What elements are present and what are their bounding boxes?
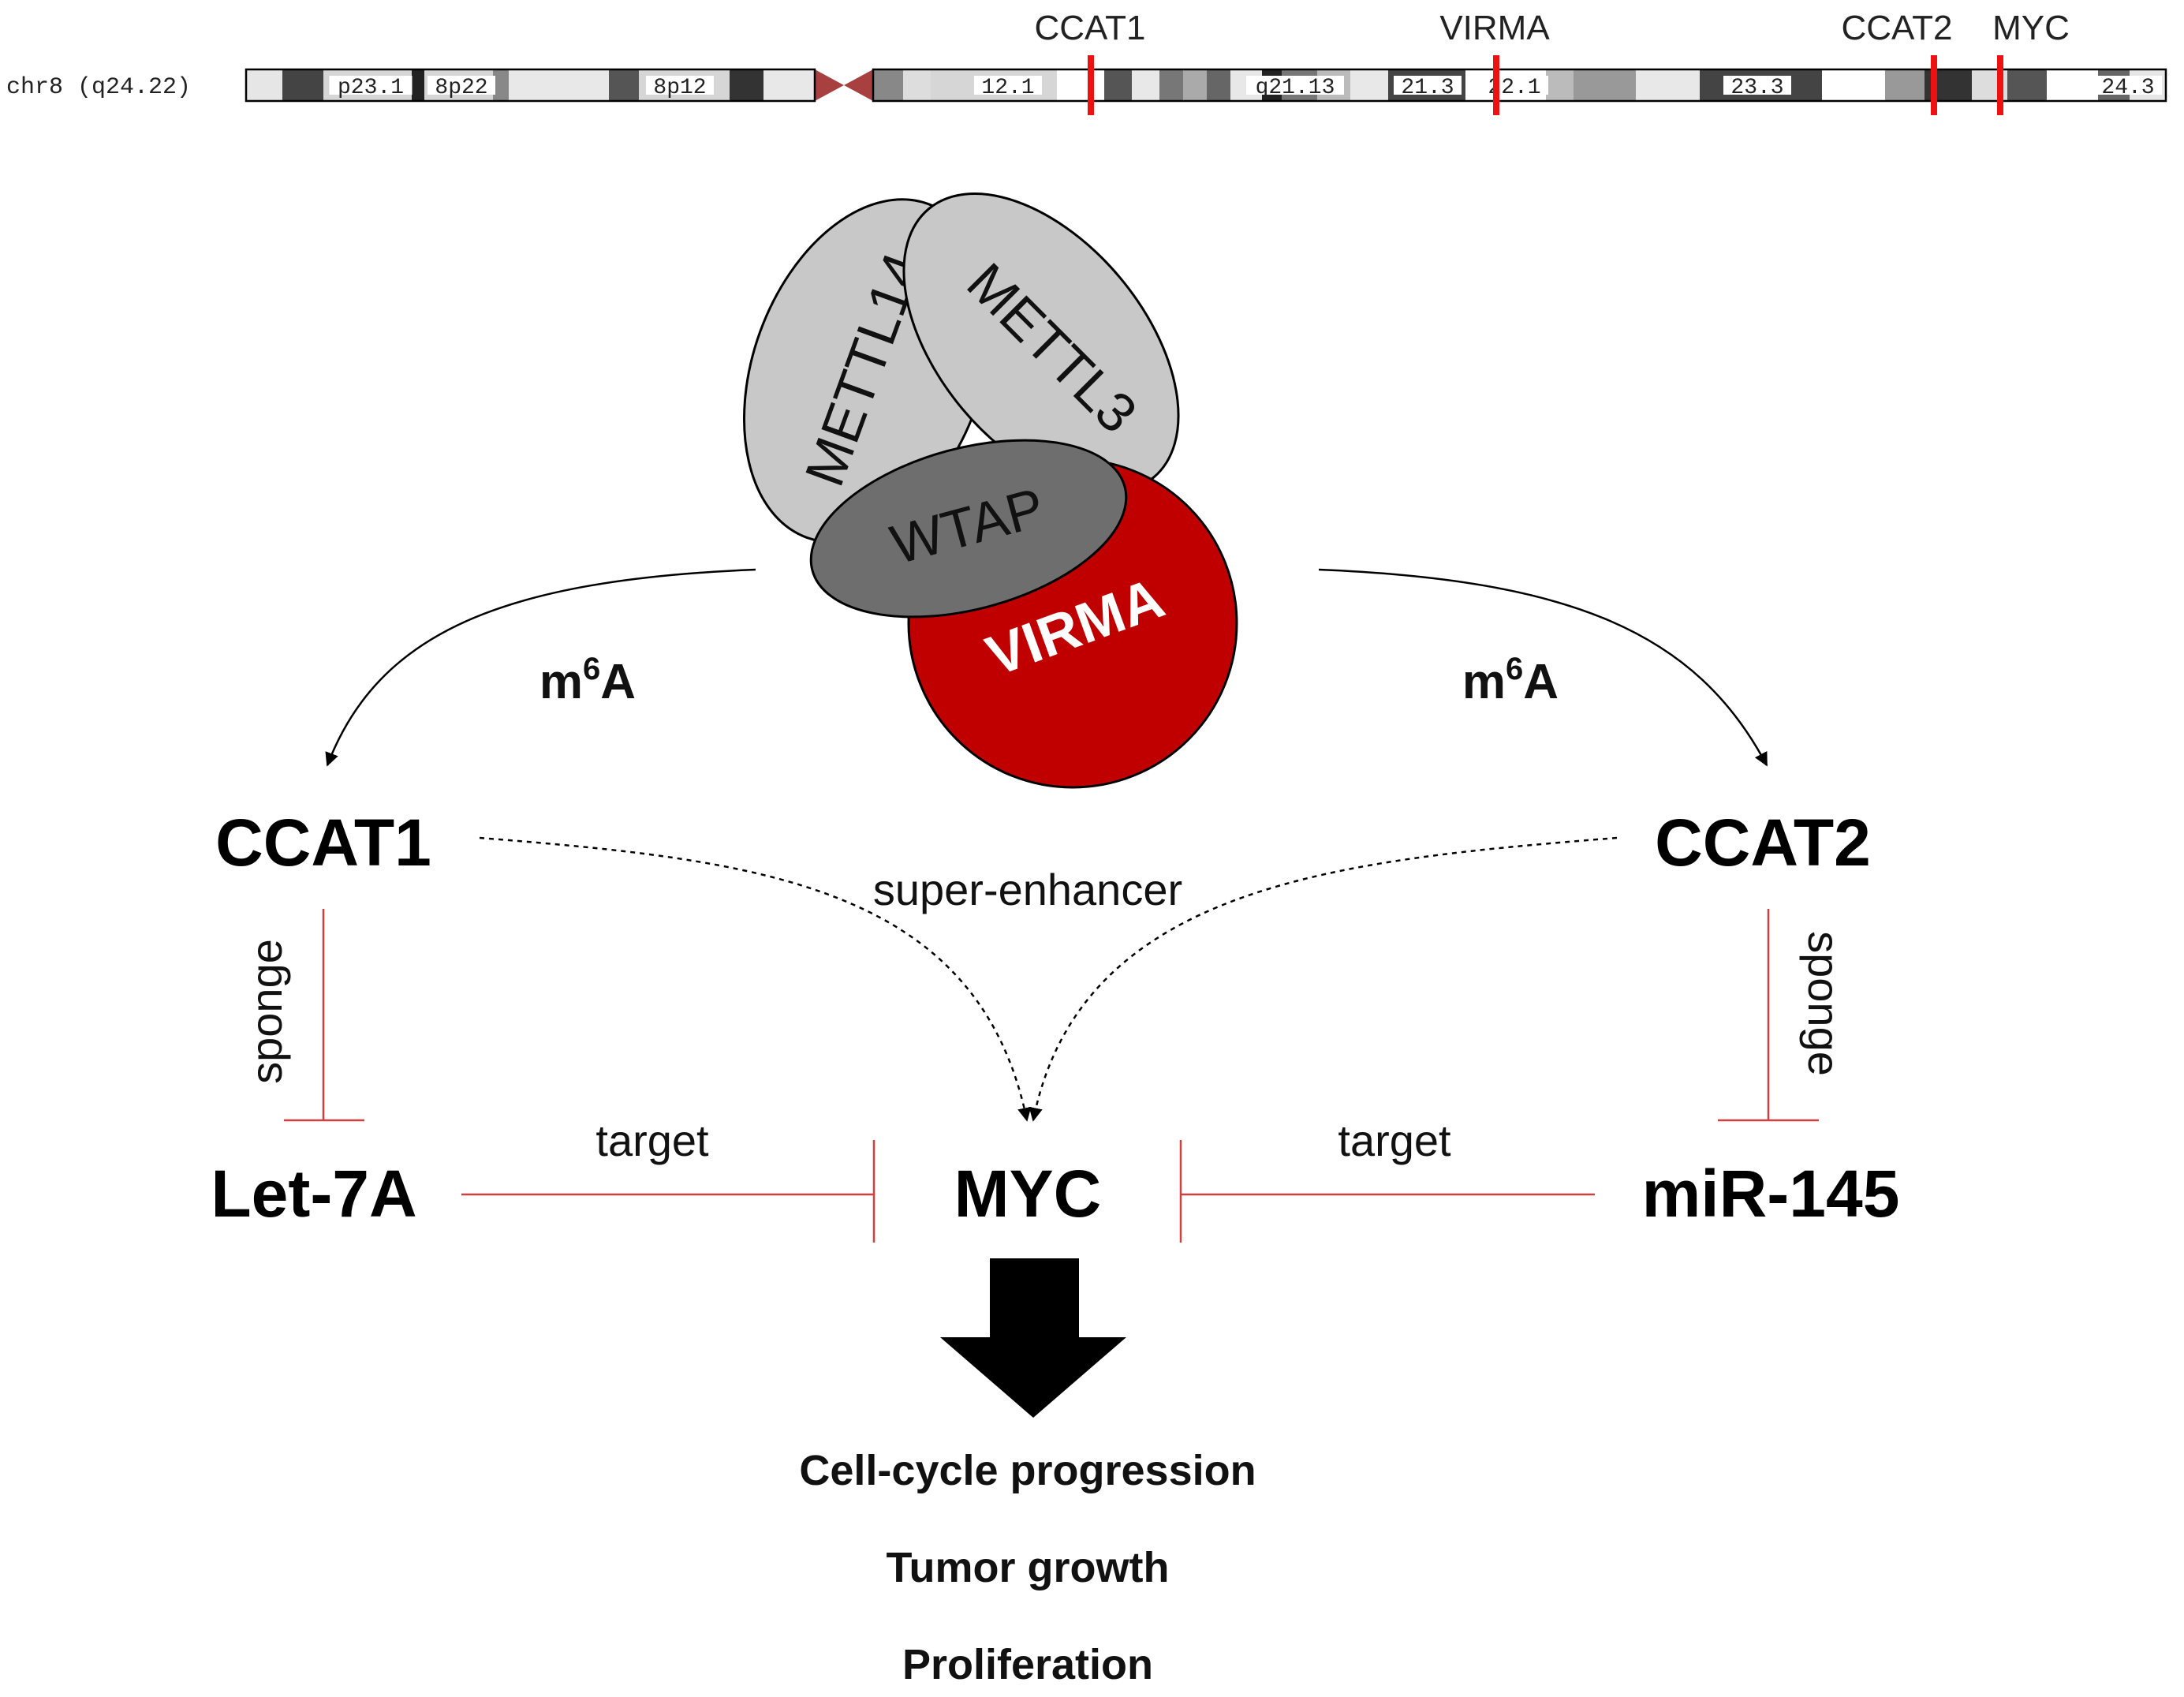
inhibit-ccat2-mir145 [1718,909,1819,1122]
marker-label-virma: VIRMA [1439,9,1550,47]
chromosome-band [903,69,931,101]
node-ccat2: CCAT2 [1655,806,1871,880]
chromosome-marker-lines [1088,55,2003,115]
dotted-arrow-ccat1-to-myc [479,836,1032,1122]
chromosome-arm-outline [872,68,2167,103]
band-label-background [427,76,495,95]
node-ccat1: CCAT1 [215,806,431,880]
marker-label-ccat2: CCAT2 [1842,9,1953,47]
marker-label-myc: MYC [1992,9,2070,47]
centromere [815,69,873,101]
arrow-complex-to-ccat1 [325,568,756,767]
m6a-label-right: m6A [1462,652,1559,709]
lncrna-nodes: CCAT1 CCAT2 Let-7A miR-145 MYC [211,806,1899,1231]
chromosome-band [1546,69,1574,101]
chromosome-band [2047,69,2098,101]
chromosome-marker-labels: CCAT1 VIRMA CCAT2 MYC [1035,9,2070,47]
band-label-background [974,76,1042,95]
chromosome-band [1057,69,1104,101]
band-label-background [1394,76,1462,95]
band-label: 8p22 [435,76,487,100]
band-label-background [1480,76,1548,95]
chromosome-band [1574,69,1636,101]
chromosome-band [2007,69,2047,101]
band-label-background [1723,76,1791,95]
chromosome-band [509,69,609,101]
sponge-label-right: sponge [1799,931,1849,1076]
downstream-arrow [940,1258,1126,1418]
chromosome-label: chr8 (q24.22) [6,74,191,101]
node-let7a: Let-7A [211,1157,416,1231]
node-mir145: miR-145 [1642,1157,1900,1231]
band-label-background [646,76,714,95]
chromosome-band [1822,69,1885,101]
chromosome-bands [245,68,2167,103]
band-label: 12.1 [981,76,1034,100]
m6a-label-left: m6A [539,652,636,709]
chromosome-band [763,69,815,101]
band-label: 24.3 [2101,76,2154,100]
chromosome-band [1636,69,1700,101]
inhibit-let7a-myc [461,1140,875,1243]
target-label-left: target [595,1116,709,1165]
band-label: p23.1 [338,76,404,100]
chromosome-band [1183,69,1207,101]
inhibition-lines [284,909,1819,1243]
band-label: 23.3 [1730,76,1783,100]
chromosome-band [412,69,424,101]
arrow-complex-to-ccat2 [1318,568,1768,767]
outcome-tumor-growth: Tumor growth [887,1544,1170,1591]
chromosome-band [493,69,509,101]
inhibit-mir145-myc [1179,1140,1595,1243]
outcome-proliferation: Proliferation [902,1641,1153,1688]
mettl3-subunit: METTL3 [902,193,1180,494]
outcome-cell-cycle: Cell-cycle progression [799,1447,1256,1494]
chromosome-ideogram: chr8 (q24.22) p23.1 8p22 8p12 12.1 q21.13 21.… [6,9,2167,115]
band-label-background [2094,76,2162,95]
band-label: 21.3 [1401,76,1454,100]
m6a-arrows [325,568,1768,767]
sponge-label-left: sponge [241,939,291,1084]
band-label-background [329,76,413,95]
chromosome-band [282,69,323,101]
outcomes: Cell-cycle progression Tumor growth Prol… [799,1447,1256,1688]
super-enhancer-label: super-enhancer [873,865,1182,914]
chromosome-band [1207,69,1230,101]
chromosome-band [1159,69,1183,101]
chromosome-band [873,69,903,101]
target-label-right: target [1338,1116,1451,1165]
chromosome-band [730,69,763,101]
chromosome-arm-outline [245,68,816,103]
marker-label-ccat1: CCAT1 [1035,9,1146,47]
chromosome-band [1885,69,1925,101]
node-myc: MYC [954,1157,1102,1231]
chromosome-band [1132,69,1159,101]
wtap-subunit: WTAP [809,439,1128,619]
chromosome-band [609,69,639,101]
chromosome-band [1350,69,1388,101]
band-label: q21.13 [1256,76,1335,100]
band-label-background [1246,76,1344,95]
chromosome-band [1104,69,1132,101]
chromosome-band [246,69,282,101]
inhibit-ccat1-let7a [284,909,364,1122]
m6a-writer-complex: METTL14 METTL3 VIRMA WTAP [743,193,1238,789]
super-enhancer-arrows [479,836,1618,1122]
band-label: 8p12 [653,76,706,100]
